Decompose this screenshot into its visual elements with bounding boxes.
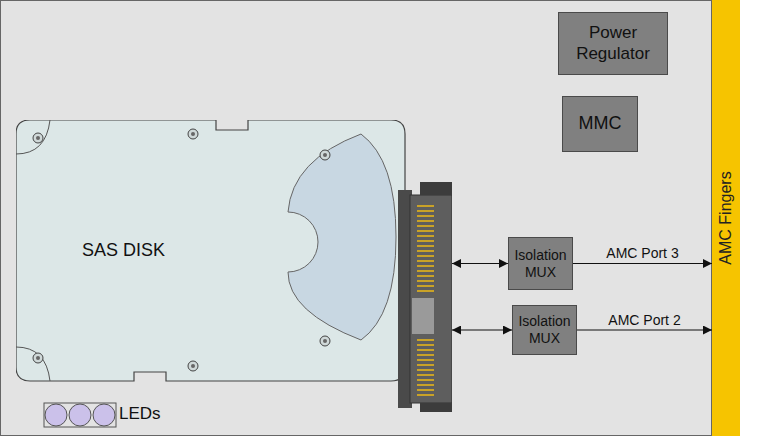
connector-pin — [417, 369, 434, 371]
connector-pin — [417, 280, 434, 282]
controller-box: MMC — [562, 96, 638, 152]
connector-pin — [417, 245, 434, 247]
connector-pin — [417, 250, 434, 252]
connector-pin — [417, 225, 434, 227]
screw — [320, 336, 330, 346]
connector-pin — [417, 230, 434, 232]
connector-pin — [417, 354, 434, 356]
screw-head — [36, 356, 40, 360]
connector-pin — [417, 364, 434, 366]
part-label: LEDs — [119, 404, 161, 424]
node-label: Isolation MUX — [512, 247, 569, 281]
regulator-box: Power Regulator — [558, 12, 668, 75]
led — [69, 404, 91, 426]
mux-box: Isolation MUX — [512, 305, 577, 355]
connector-pin — [417, 339, 434, 341]
connector-pin — [417, 215, 434, 217]
signal-connector — [452, 263, 508, 264]
screw — [188, 129, 198, 139]
port-label: AMC Port 3 — [604, 246, 680, 261]
signal-connector — [577, 329, 712, 330]
connector-tab — [420, 182, 452, 195]
connector-pin — [417, 389, 434, 391]
screw-head — [191, 364, 195, 368]
node-label: Isolation MUX — [516, 313, 573, 347]
signal-connector — [573, 263, 712, 264]
connector-pin — [417, 359, 434, 361]
connector-pin — [417, 240, 434, 242]
signal-connector — [452, 329, 512, 330]
screw — [320, 150, 330, 160]
connector-pin — [417, 210, 434, 212]
screw-head — [323, 339, 327, 343]
disk-body — [16, 120, 405, 381]
node-label: AMC Fingers — [716, 171, 735, 264]
screw-head — [36, 136, 40, 140]
disk-platter-cover — [288, 134, 396, 340]
node-label: MMC — [579, 113, 622, 135]
connector-pin — [417, 275, 434, 277]
connector-pin — [417, 270, 434, 272]
node-label: SAS DISK — [82, 240, 165, 262]
connector-pin — [417, 349, 434, 351]
board-outline — [1, 1, 712, 436]
connector-pin — [417, 235, 434, 237]
disk-drive: SAS DISK — [16, 120, 452, 412]
connector-pin — [417, 220, 434, 222]
led — [45, 404, 67, 426]
screw — [188, 361, 198, 371]
node-label: Power Regulator — [562, 23, 664, 64]
screw-head — [191, 132, 195, 136]
connector-pin — [417, 384, 434, 386]
screw — [33, 353, 43, 363]
disk-illustration — [16, 120, 452, 412]
connector-pin — [417, 344, 434, 346]
connector-pin — [417, 394, 434, 396]
connector-pin — [417, 379, 434, 381]
led-frame — [44, 403, 116, 427]
disk-edge-line — [16, 347, 50, 381]
screw-head — [323, 153, 327, 157]
connector-pin — [417, 260, 434, 262]
mux-box: Isolation MUX — [508, 237, 573, 290]
edge-connector-band: AMC Fingers — [712, 0, 740, 436]
connector-pin — [417, 265, 434, 267]
port-label: AMC Port 2 — [606, 313, 682, 328]
led — [93, 404, 115, 426]
connector-key — [412, 298, 434, 334]
connector-pin — [417, 255, 434, 257]
connector-tab — [420, 403, 452, 412]
connector-pin — [417, 285, 434, 287]
connector-pin — [417, 374, 434, 376]
connector-body — [410, 195, 452, 403]
led-group — [44, 403, 116, 427]
connector-pin — [417, 290, 434, 292]
connector-pin — [417, 205, 434, 207]
screw — [33, 133, 43, 143]
disk-edge-line — [16, 120, 50, 154]
